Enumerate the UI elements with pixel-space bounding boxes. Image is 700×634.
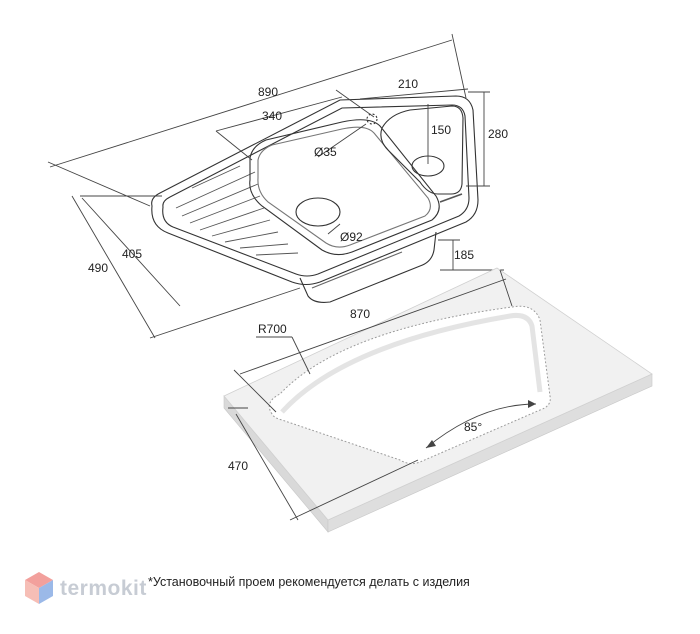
dim-ø35: Ø35 (314, 145, 337, 159)
dim-890: 890 (258, 85, 278, 99)
sink-inner-rim (162, 104, 470, 277)
bowl-body-bottom (311, 251, 403, 289)
sink-dimension-lines (47, 33, 504, 339)
dim-210: 210 (398, 77, 418, 91)
dim-340: 340 (262, 109, 282, 123)
main-bowl (249, 119, 440, 256)
dim-185: 185 (454, 248, 474, 262)
dim-405: 405 (122, 247, 142, 261)
brand: termokit (22, 569, 147, 609)
faucet-hole (366, 113, 378, 125)
dim-r700: R700 (258, 322, 287, 336)
countertop (223, 267, 653, 533)
countertop-dimension-lines (228, 269, 513, 521)
dimension-labels: 890 340 210 Ø35 150 280 Ø92 185 405 490 … (88, 77, 508, 473)
dim-85-angle: 85° (464, 420, 482, 434)
main-bowl-inner (257, 126, 431, 248)
angle-arc (425, 403, 537, 449)
bowl-body (299, 231, 437, 303)
main-drain (295, 197, 341, 227)
drainer-grooves (175, 165, 299, 256)
sink (151, 95, 479, 303)
dim-470: 470 (228, 459, 248, 473)
brand-logo-icon (25, 572, 53, 604)
brand-name: termokit (60, 577, 147, 600)
dim-ø92: Ø92 (340, 230, 363, 244)
dim-280: 280 (488, 127, 508, 141)
sink-outer-rim (151, 95, 479, 286)
installation-note: *Установочный проем рекомендуется делать… (148, 575, 470, 589)
sink-cutout (268, 305, 551, 465)
small-bowl (380, 105, 464, 195)
dim-150: 150 (431, 123, 451, 137)
dim-870: 870 (350, 307, 370, 321)
dim-490: 490 (88, 261, 108, 275)
